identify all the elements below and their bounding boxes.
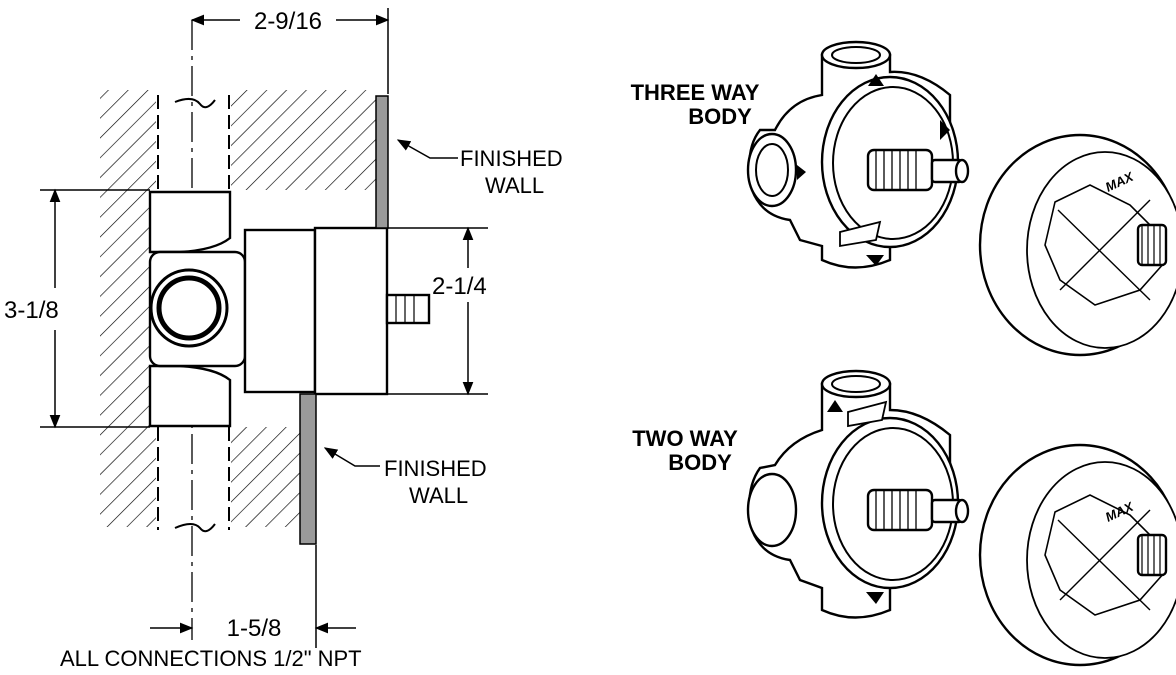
valve-body-section <box>148 190 431 428</box>
three-way-label-line2: BODY <box>688 104 752 129</box>
two-way-valve-body-illustration <box>746 369 970 619</box>
two-way-label-line1: TWO WAY <box>632 426 738 451</box>
three-way-handle-illustration <box>978 133 1176 357</box>
supply-pipe <box>157 95 230 533</box>
two-way-handle-illustration <box>978 443 1176 667</box>
connections-footnote: ALL CONNECTIONS 1/2" NPT <box>60 646 362 670</box>
two-way-label-line2: BODY <box>668 450 732 475</box>
finished-wall-upper-line2: WALL <box>485 173 544 198</box>
finished-wall-plates <box>299 95 389 545</box>
finished-wall-lower-line2: WALL <box>409 483 468 508</box>
dimension-lines <box>40 8 488 648</box>
three-way-label-line1: THREE WAY <box>631 80 760 105</box>
dimension-left-height: 3-1/8 <box>4 297 59 324</box>
dimension-right-height: 2-1/4 <box>432 273 487 300</box>
hatched-wall-cavity <box>100 90 376 527</box>
finished-wall-upper-line1: FINISHED <box>460 146 563 171</box>
three-way-valve-body-illustration <box>746 40 970 269</box>
dimension-top-width: 2-9/16 <box>254 8 322 35</box>
dimension-bottom-width: 1-5/8 <box>227 615 282 642</box>
finished-wall-lower-line1: FINISHED <box>384 456 487 481</box>
